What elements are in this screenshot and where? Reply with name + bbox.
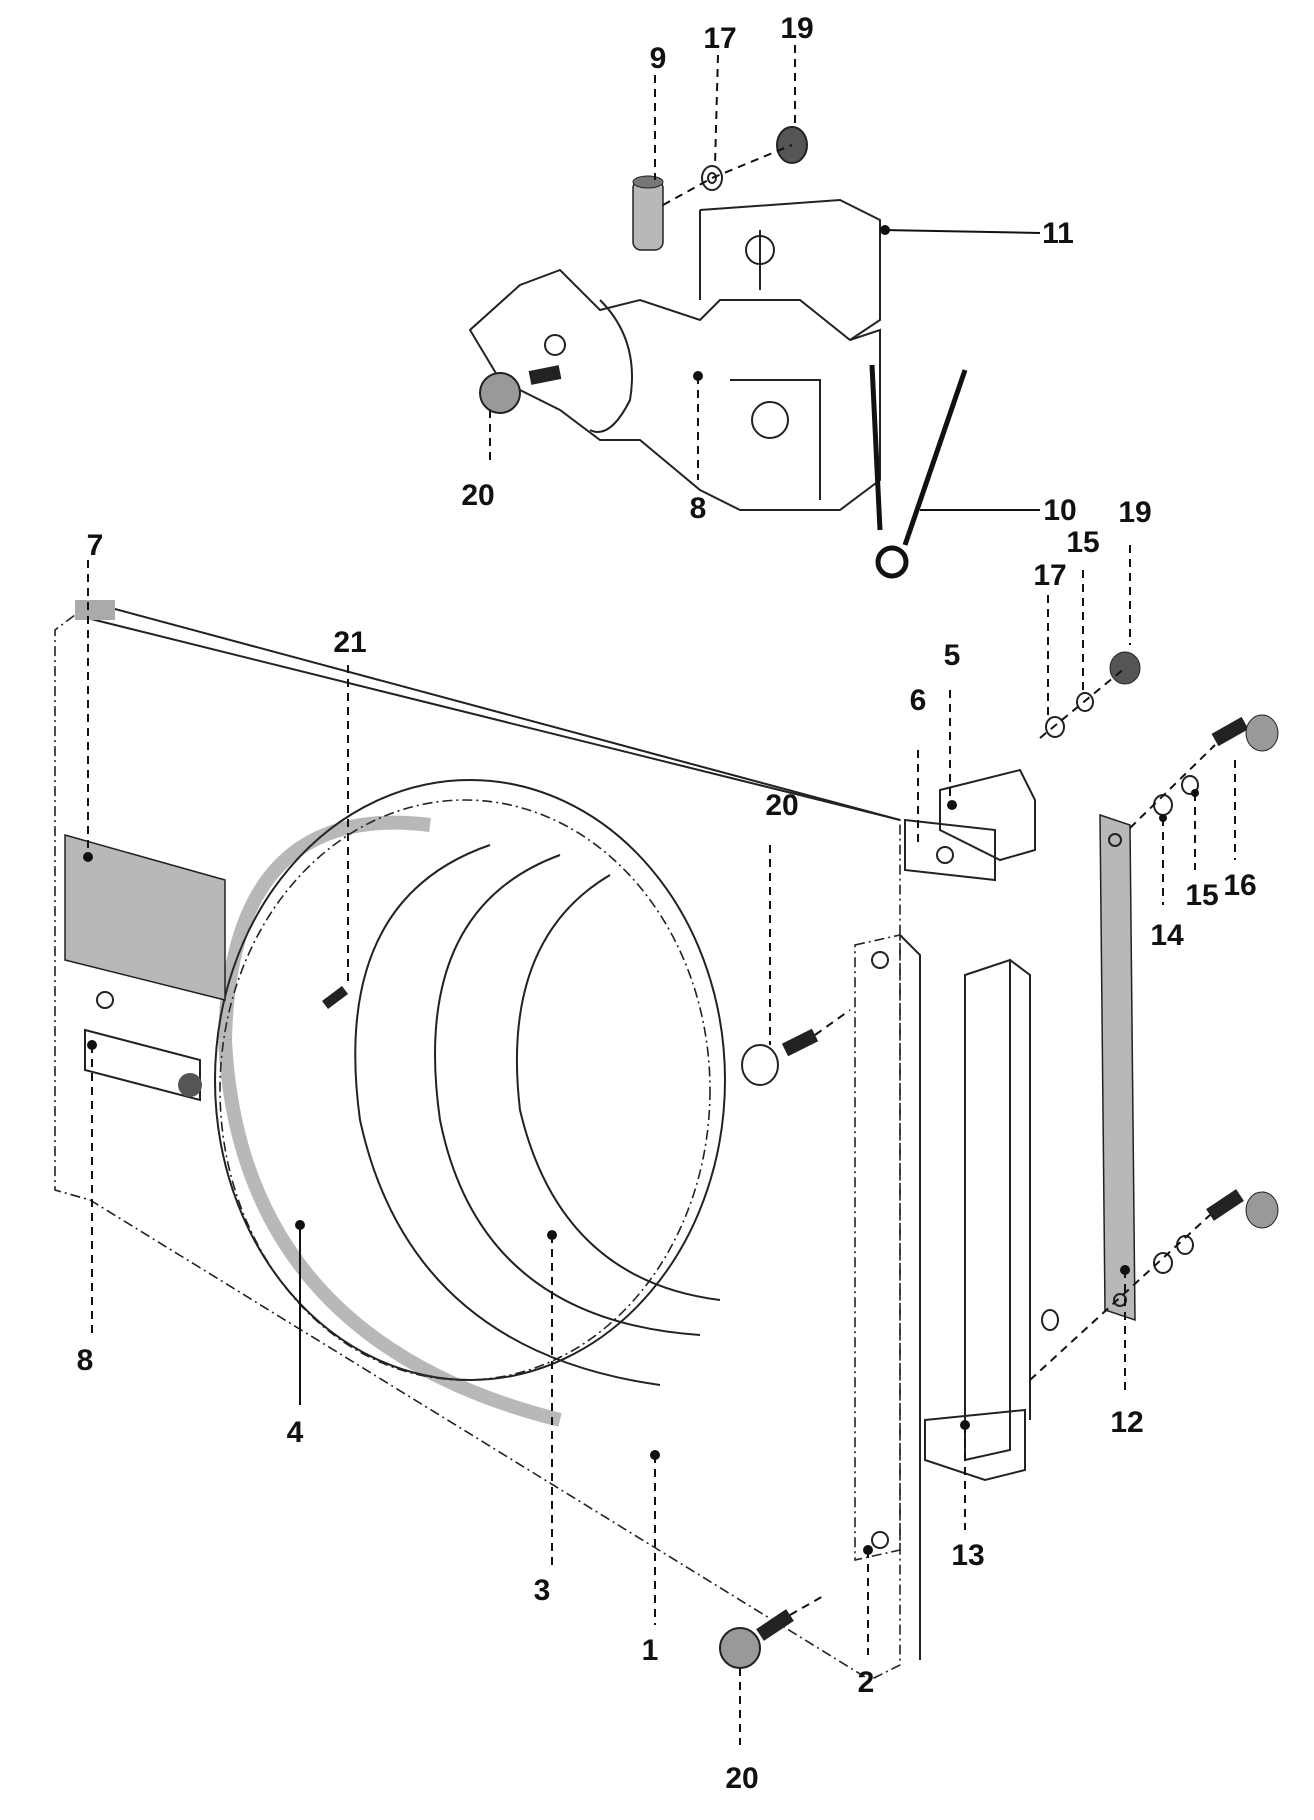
callout-14: 14 [1150,919,1184,952]
callout-19-top: 19 [780,12,813,45]
front-panel-part-1 [54,600,901,1681]
side-channel-part-2 [854,934,921,1660]
callout-16: 16 [1223,869,1256,902]
callout-8-left: 8 [77,1344,94,1377]
hardware-right-bottom [1029,1189,1279,1381]
bracket-part-13 [924,958,1031,1482]
callout-15-top: 15 [1066,526,1099,559]
callout-3: 3 [534,1574,551,1607]
washer-part-17-top [701,165,723,191]
hinge-plate-part-7 [64,834,226,1102]
callout-20-top: 20 [461,479,494,512]
callout-1: 1 [642,1634,659,1667]
callout-5: 5 [944,639,961,672]
callout-11: 11 [1042,217,1074,250]
callout-17-top: 17 [703,22,736,55]
callout-6: 6 [910,684,927,717]
screw-part-21 [322,986,348,1009]
latch-assembly [468,198,881,511]
callout-19-right: 19 [1118,496,1151,529]
callout-20-bottom: 20 [725,1762,758,1795]
callout-17-right: 17 [1033,559,1066,592]
callout-4: 4 [287,1416,304,1449]
callout-7: 7 [87,529,104,562]
brackets-parts-5-6 [904,768,1036,882]
callout-10: 10 [1043,494,1076,527]
callout-20-mid: 20 [765,789,798,822]
strip-part-12 [1099,813,1136,1322]
bolt-part-20-top [479,365,562,414]
callout-2: 2 [858,1666,875,1699]
leader-lines [83,45,1236,1745]
callout-13: 13 [951,1539,984,1572]
hardware-right-top [1039,651,1279,829]
bolt-part-20-bottom [719,1594,826,1669]
callout-15-right: 15 [1185,879,1218,912]
door-opening-parts-3-4 [214,779,726,1427]
callout-9: 9 [650,42,667,75]
spring-part-10 [869,364,968,579]
pin-part-9 [632,175,664,251]
bolt-part-20-middle [741,1009,851,1086]
callout-12: 12 [1110,1406,1143,1439]
callout-labels: 9 17 19 11 20 8 10 19 15 17 7 21 5 6 20 … [77,12,1257,1795]
callout-8-top: 8 [690,492,707,525]
callout-21: 21 [333,626,366,659]
